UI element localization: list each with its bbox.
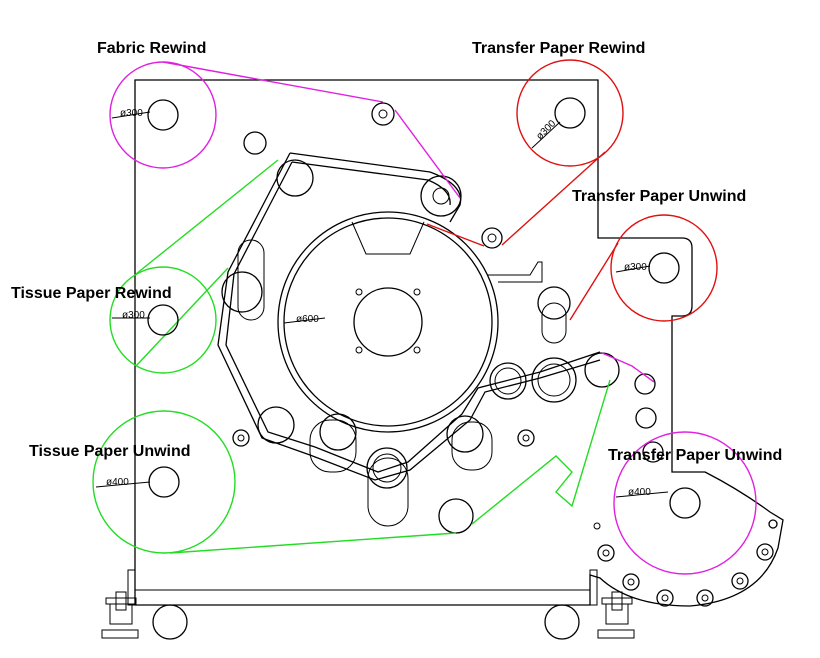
- roll-cores: [147, 97, 701, 519]
- tissue-paper-web-path: [92, 159, 611, 554]
- transfer-paper-unwind-top-diameter: ø300: [624, 262, 647, 273]
- fabric-rewind-label: Fabric Rewind: [97, 40, 206, 57]
- main-drum-diameter: ø600: [296, 314, 319, 325]
- tissue-paper-unwind-diameter: ø400: [106, 477, 129, 488]
- transfer-paper-rewind-label: Transfer Paper Rewind: [472, 40, 645, 57]
- dimension-leaders: [95, 111, 669, 498]
- left-wheel: [152, 604, 188, 640]
- right-wheel: [544, 604, 580, 640]
- fabric-web-path: [109, 61, 757, 575]
- machine-frame: [134, 79, 784, 607]
- transfer-paper-unwind-bottom-diameter: ø400: [628, 487, 651, 498]
- transfer-paper-rewind-diameter: ø300: [534, 118, 558, 142]
- left-foot: [101, 569, 139, 639]
- blanket-loop-inner: [225, 161, 601, 473]
- main-drum: [277, 211, 499, 433]
- fabric-rewind-diameter: ø300: [120, 108, 143, 119]
- blanket-loop-outer: [217, 152, 601, 481]
- transfer-paper-unwind-bottom-label: Transfer Paper Unwind: [608, 447, 782, 464]
- rollers: [221, 102, 664, 534]
- transfer-paper-unwind-top-label: Transfer Paper Unwind: [572, 188, 746, 205]
- tissue-paper-rewind-diameter: ø300: [122, 310, 145, 321]
- tissue-paper-rewind-label: Tissue Paper Rewind: [11, 285, 172, 302]
- transfer-paper-web-path: [426, 59, 718, 322]
- right-foot: [589, 569, 635, 639]
- tissue-paper-unwind-label: Tissue Paper Unwind: [29, 443, 191, 460]
- lower-roller-cluster: [597, 519, 778, 607]
